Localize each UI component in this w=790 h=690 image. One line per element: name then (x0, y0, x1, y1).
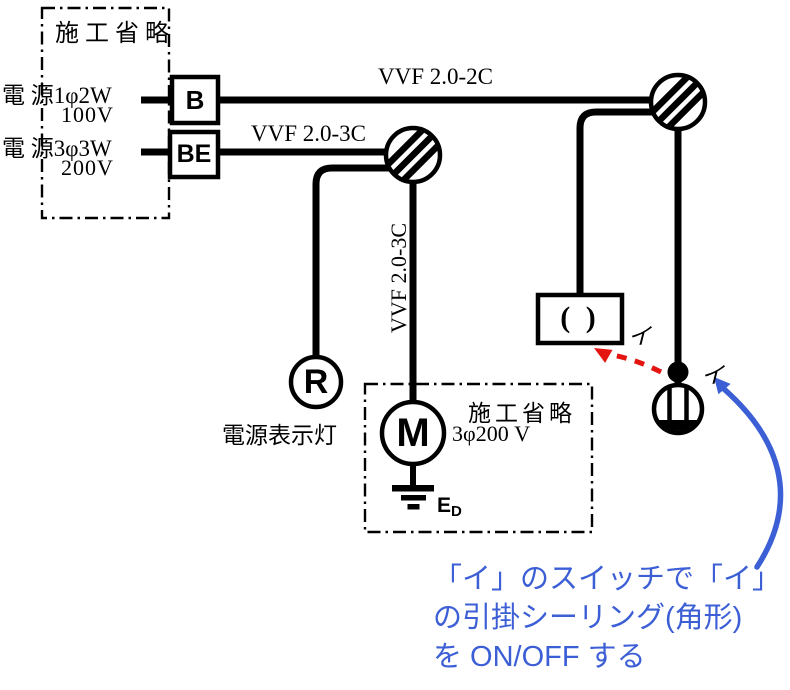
ground-bar-2 (401, 495, 426, 501)
source1-voltage: 100V (61, 102, 114, 127)
ground-bar-1 (392, 485, 434, 492)
supply-omission-box (40, 6, 171, 220)
breaker-b-box (169, 74, 221, 126)
switch-dot (667, 361, 689, 383)
source2-label: 電 源3φ3W (2, 136, 112, 161)
blue-note-arrow-line (721, 386, 784, 570)
annotation-note: 「イ」のスイッチで「イ」 の引掛シーリング(角形) を ON/OFF する (433, 560, 781, 677)
breaker-be-box (167, 129, 221, 180)
cable-label-3c: VVF 2.0-3C (251, 121, 367, 146)
outlet-wall-fill (656, 420, 700, 431)
switch-label: イ (701, 363, 724, 388)
motor-omission-box (363, 382, 594, 534)
breaker-be-label: BE (176, 140, 212, 168)
motor-symbol: M (396, 410, 430, 455)
motor-omission-label: 施工省略 (468, 401, 576, 426)
pilot-lamp-symbol: R (303, 362, 329, 401)
annotation-note-line3: を ON/OFF する (433, 641, 646, 673)
red-control-arrow-line (611, 352, 663, 375)
breaker-b-label: B (185, 84, 205, 115)
cable-label-3c-vertical: VVF 2.0-3C (386, 222, 411, 334)
ground-bar-3 (407, 504, 420, 510)
motor-rating: 3φ200 V (452, 421, 531, 446)
source1-label: 電 源1φ2W (2, 83, 112, 108)
ground-label-d: D (451, 503, 462, 520)
wire-branch-lamp (312, 164, 394, 359)
ceiling-fixture-label: イ (628, 324, 651, 349)
source2-voltage: 200V (61, 155, 114, 180)
ground-label-e: E (437, 494, 452, 517)
ceiling-fixture-glyph: ( ) (560, 301, 600, 334)
annotation-note-line1: 「イ」のスイッチで「イ」 (433, 563, 782, 595)
annotation-note-line2: の引掛シーリング(角形) (433, 602, 743, 634)
pilot-lamp-circle (288, 354, 344, 410)
red-control-arrow-head (594, 348, 613, 363)
wire-branch-fixture (576, 108, 654, 297)
ground-label: ED (437, 494, 462, 520)
pilot-lamp-caption: 電源表示灯 (222, 423, 337, 448)
supply-omission-label: 施工省略 (55, 21, 175, 47)
blue-note-arrow-head (714, 377, 731, 395)
cable-label-2c: VVF 2.0-2C (378, 64, 494, 89)
ceiling-fixture-box (535, 292, 625, 346)
